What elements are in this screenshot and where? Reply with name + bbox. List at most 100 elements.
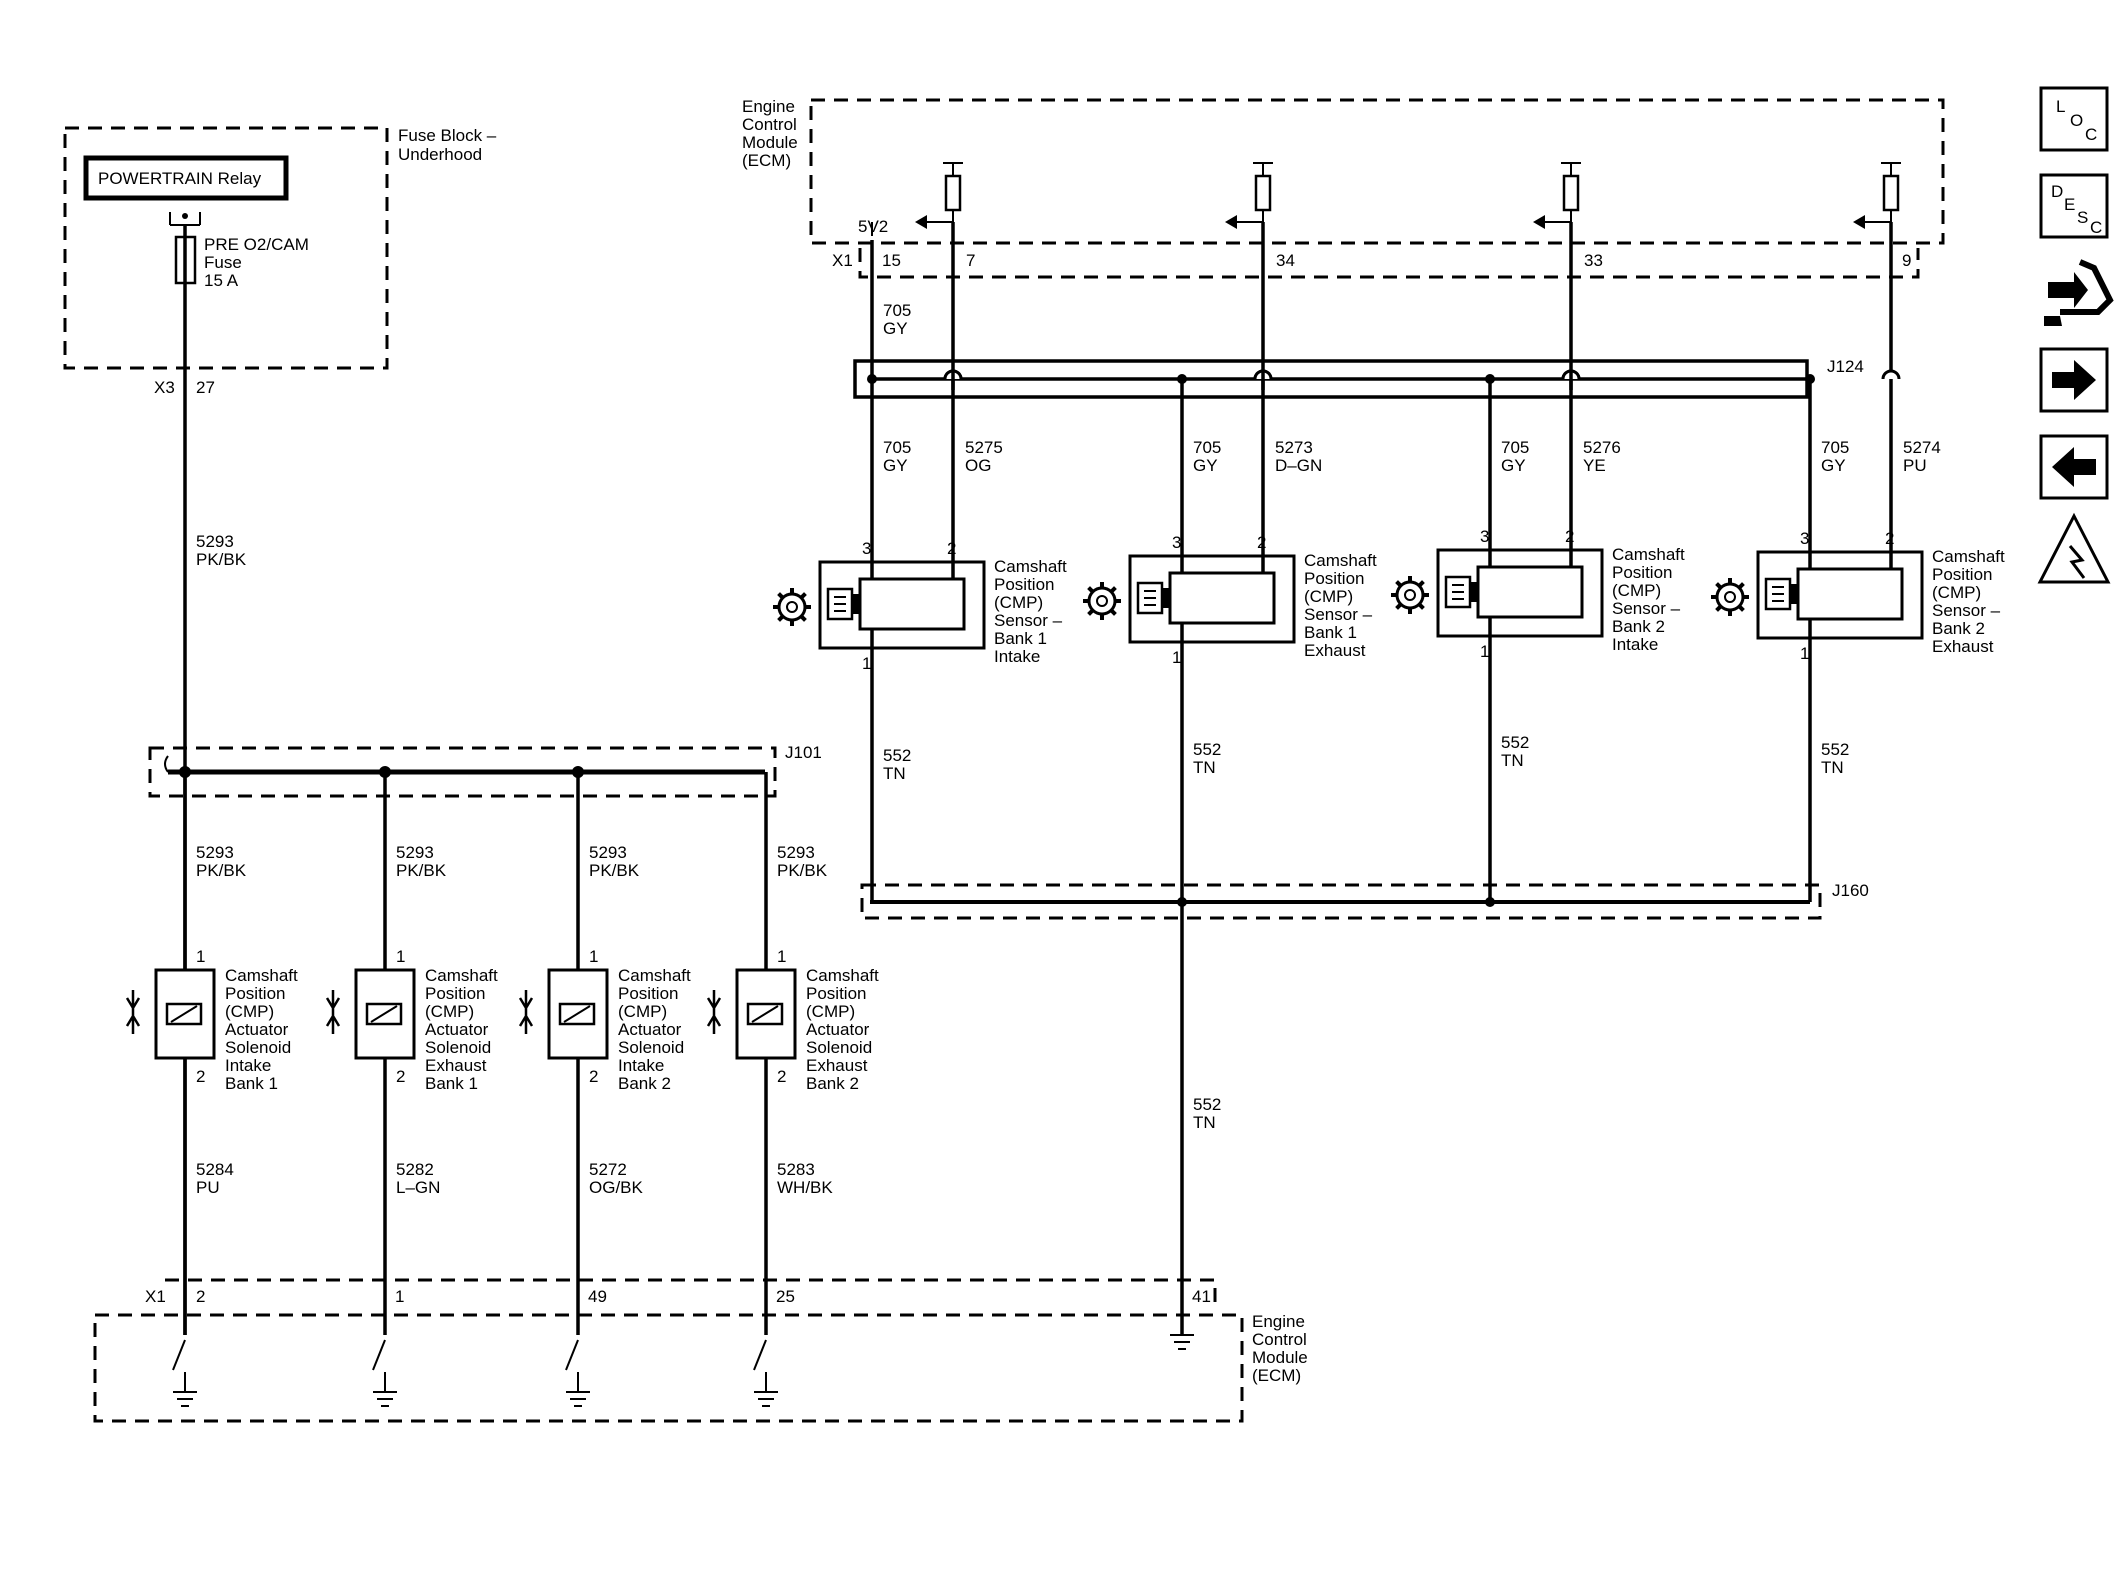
ecm-low-side-switch (753, 1339, 778, 1407)
ecm-top-pin-15: 15 (882, 251, 901, 270)
arrow-left-icon (1853, 215, 1865, 229)
solenoid-description-line: (CMP) (618, 1002, 667, 1021)
actuator-arrow-icon (325, 990, 341, 1034)
sensor-signal-color: YE (1583, 456, 1606, 475)
ecm-bottom-pin-1: 1 (395, 1287, 404, 1306)
fuse-name: PRE O2/CAM (204, 235, 309, 254)
back-arrow-button[interactable] (2039, 434, 2109, 500)
sensor-description-line: Sensor – (994, 611, 1063, 630)
sensor-low-circuit: 552 (1501, 733, 1529, 752)
sensor-ref-color: GY (1193, 456, 1218, 475)
actuator-arrow-icon (706, 990, 722, 1034)
solenoid-group: 5293PK/BK12CamshaftPosition(CMP)Actuator… (125, 772, 879, 1335)
ground-icon (173, 1391, 197, 1407)
sensor-description-line: Bank 2 (1932, 619, 1985, 638)
solenoid-description-line: Actuator (806, 1020, 870, 1039)
ecm-top-label-1: Engine (742, 97, 795, 116)
sensor-pin-3: 3 (1800, 529, 1809, 548)
sensor-pin-2: 2 (1257, 533, 1266, 552)
sensor-description-line: Exhaust (1304, 641, 1366, 660)
loc-letter-l: L (2056, 97, 2065, 116)
solenoid-description-line: Position (618, 984, 678, 1003)
low-ref-trunk-color: TN (1193, 1113, 1216, 1132)
ecm-bottom-label-1: Engine (1252, 1312, 1305, 1331)
solenoid-pin-1: 1 (777, 947, 786, 966)
sensor-low-color: TN (1821, 758, 1844, 777)
ecm-signal-pullups (871, 162, 1901, 236)
fuse-block-underhood: Fuse Block – Underhood POWERTRAIN Relay … (63, 126, 497, 397)
sensor-description-line: (CMP) (1612, 581, 1661, 600)
solenoid-description-line: (CMP) (225, 1002, 274, 1021)
ecm-low-side-switch (372, 1339, 397, 1407)
gear-icon (1083, 582, 1121, 620)
sensor-low-color: TN (883, 764, 906, 783)
connector-icon[interactable] (2044, 259, 2114, 326)
solenoid-description-line: Exhaust (425, 1056, 487, 1075)
solenoid-output-color: OG/BK (589, 1178, 644, 1197)
solenoid-pin-2: 2 (589, 1067, 598, 1086)
splice-j160: J160 (860, 881, 1869, 920)
solenoid-pin-2: 2 (396, 1067, 405, 1086)
ecm-top: Engine Control Module (ECM) 5V2 X1 15 7 … (742, 97, 1945, 279)
solenoid-description-line: Solenoid (425, 1038, 491, 1057)
ground-icon (373, 1391, 397, 1407)
ecm-low-side-drivers (172, 1339, 778, 1407)
solenoid-description-line: Solenoid (225, 1038, 291, 1057)
sensor-ref-circuit: 705 (1821, 438, 1849, 457)
sensor-description-line: Bank 1 (994, 629, 1047, 648)
arrow-left-icon (1533, 215, 1545, 229)
sensor-pin-2: 2 (947, 539, 956, 558)
feed-wire-color: PK/BK (196, 550, 247, 569)
signal-pullup (1533, 162, 1581, 229)
sensor-pin-3: 3 (862, 539, 871, 558)
solenoid-feed-circuit: 5293 (777, 843, 815, 862)
solenoid-output-color: L–GN (396, 1178, 440, 1197)
next-arrow-button[interactable] (2039, 347, 2109, 413)
ground-icon (754, 1391, 778, 1407)
signal-pullup (915, 162, 963, 229)
ecm-bottom-label-2: Control (1252, 1330, 1307, 1349)
location-button[interactable]: L O C (2039, 86, 2109, 152)
ecm-top-pin-9: 9 (1902, 251, 1911, 270)
solenoid-output-color: WH/BK (777, 1178, 833, 1197)
arrow-left-icon (915, 215, 927, 229)
sensor-description-line: Position (994, 575, 1054, 594)
ecm-low-side-switch (565, 1339, 590, 1407)
fuse-rating: 15 A (204, 271, 239, 290)
powertrain-relay-label: POWERTRAIN Relay (98, 169, 262, 188)
sensor-ref-color: GY (1501, 456, 1526, 475)
solenoid-description-line: Actuator (425, 1020, 489, 1039)
solenoid-output-color: PU (196, 1178, 220, 1197)
sensor-description-line: Bank 1 (1304, 623, 1357, 642)
ecm-bottom-connector: X1 (145, 1287, 166, 1306)
solenoid-description-line: Position (425, 984, 485, 1003)
solenoid-feed-circuit: 5293 (396, 843, 434, 862)
sensor-description-line: Camshaft (1932, 547, 2005, 566)
solenoid-description-line: Camshaft (618, 966, 691, 985)
arrow-left-icon (1225, 215, 1237, 229)
signal-pullup (1853, 162, 1901, 229)
solenoid-output-circuit: 5283 (777, 1160, 815, 1179)
cmp-actuator-solenoid-4: 5293PK/BK12CamshaftPosition(CMP)Actuator… (706, 772, 879, 1335)
gear-icon (1391, 576, 1429, 614)
sensor-ref-color: GY (883, 456, 908, 475)
solenoid-description-line: (CMP) (806, 1002, 855, 1021)
solenoid-description-line: Actuator (225, 1020, 289, 1039)
ref-wire-color-top: GY (883, 319, 908, 338)
sensor-description-line: Intake (994, 647, 1040, 666)
ecm-bottom: X1 2 1 49 25 41 Engine Control Module (E… (93, 1278, 1308, 1423)
loc-letter-o: O (2070, 111, 2083, 130)
sensor-pin-1: 1 (1480, 642, 1489, 661)
signal-pullup (1225, 162, 1273, 229)
solenoid-body (547, 968, 609, 1060)
sensor-low-circuit: 552 (1193, 740, 1221, 759)
fuse-block-pin: 27 (196, 378, 215, 397)
solenoid-description-line: Solenoid (806, 1038, 872, 1057)
solenoid-description-line: Intake (225, 1056, 271, 1075)
electrical-hazard-icon[interactable] (2037, 512, 2111, 584)
sensor-signal-circuit: 5276 (1583, 438, 1621, 457)
sensor-pin-3: 3 (1480, 527, 1489, 546)
description-button[interactable]: D E S C (2039, 173, 2109, 239)
